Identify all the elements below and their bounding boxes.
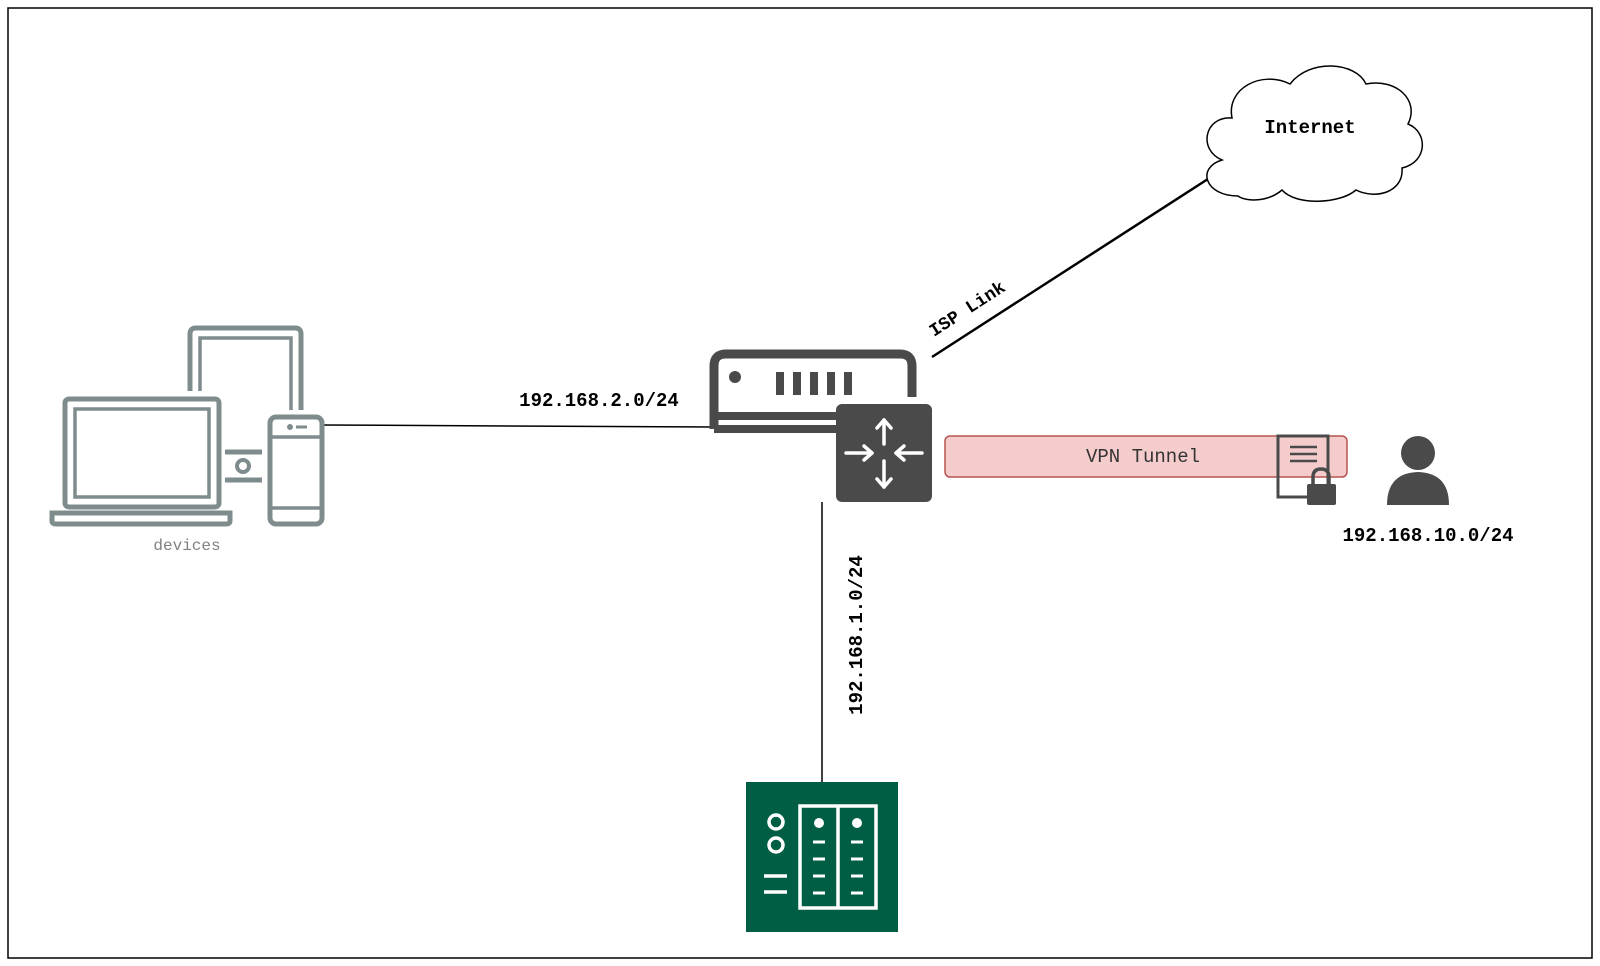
server-rack-icon — [746, 782, 898, 932]
certificate-lock-icon — [1276, 434, 1336, 505]
subnet-devices-label: 192.168.2.0/24 — [519, 390, 679, 412]
user-icon — [1387, 436, 1449, 505]
subnet-remote-label: 192.168.10.0/24 — [1342, 525, 1513, 547]
internet-label: Internet — [1264, 117, 1355, 139]
link-devices-router — [321, 424, 715, 428]
devices-icon — [49, 325, 325, 527]
vpn-tunnel-bar — [944, 435, 1348, 478]
cloud-icon — [1206, 65, 1424, 202]
subnet-server-label: 192.168.1.0/24 — [846, 555, 868, 715]
router-icon — [709, 349, 932, 502]
devices-label: devices — [153, 537, 220, 555]
link-isp — [931, 166, 1226, 359]
vpn-tunnel-label: VPN Tunnel — [1086, 446, 1200, 468]
